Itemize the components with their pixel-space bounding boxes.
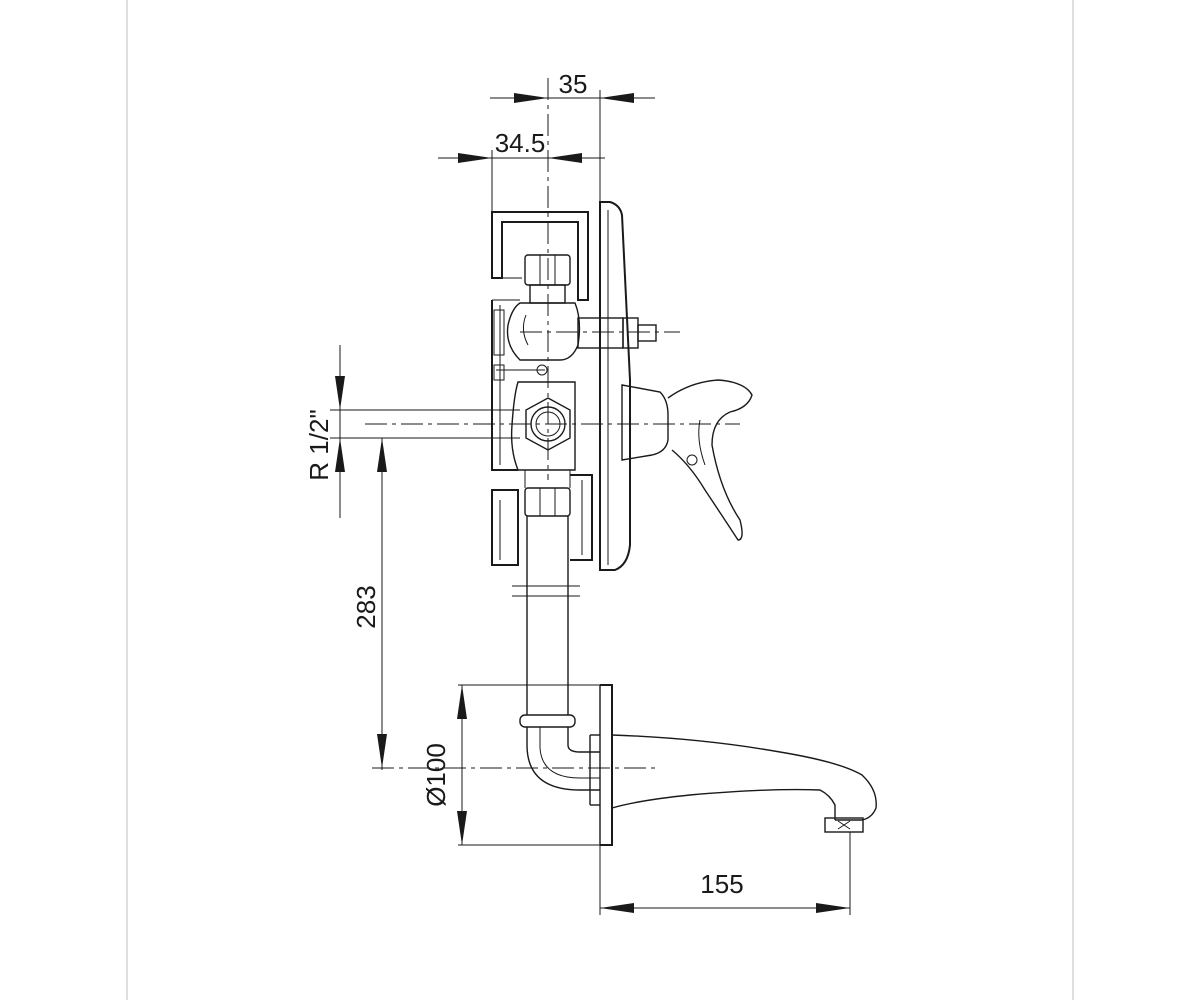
dimension-label-r-half-inch: R 1/2": [304, 409, 334, 480]
valve-body: [506, 254, 581, 517]
dimension-spout-projection: 155: [599, 832, 851, 915]
dimension-body-depth: 34.5: [438, 128, 605, 215]
dimension-top-width: 35: [490, 69, 655, 205]
spout-flange: [458, 684, 613, 846]
lever-handle: [621, 379, 753, 541]
dimension-inlet-thread: R 1/2": [304, 345, 520, 518]
dimension-label-283: 283: [351, 585, 381, 628]
bath-spout: [611, 734, 877, 833]
down-pipe: [512, 516, 600, 791]
dimension-label-diameter-100: Ø100: [421, 743, 451, 807]
dimension-spout-height: 283: [351, 438, 387, 770]
dimension-label-35: 35: [559, 69, 588, 99]
cover-plate: [520, 201, 680, 571]
dimension-label-155: 155: [700, 869, 743, 899]
dimension-label-34-5: 34.5: [495, 128, 546, 158]
dimension-flange-diameter: Ø100: [421, 685, 467, 845]
wall-box-housing: [491, 211, 593, 566]
